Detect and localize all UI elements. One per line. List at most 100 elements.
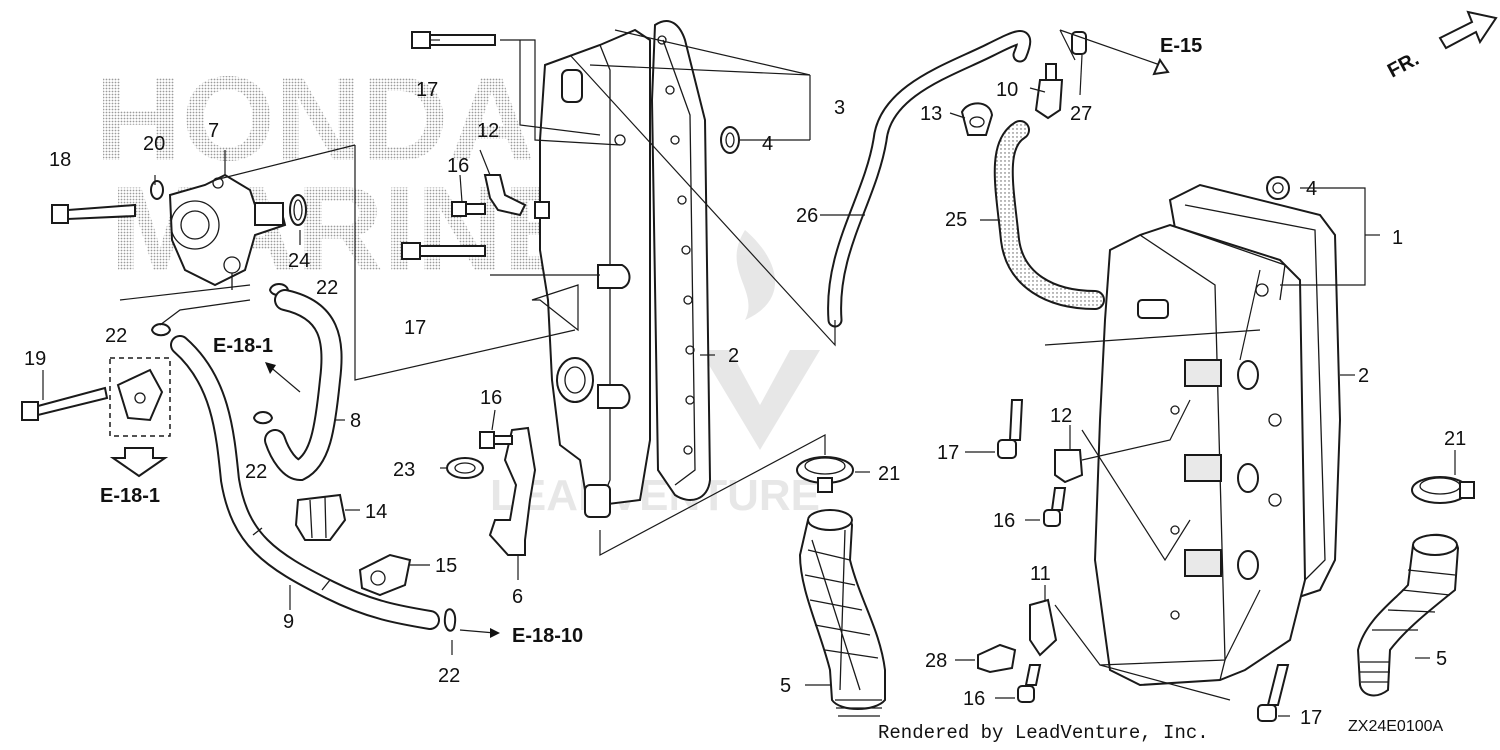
callout-8: 8	[350, 410, 361, 432]
callout-20: 20	[143, 133, 165, 155]
callout-24: 24	[288, 250, 310, 272]
callout-13: 13	[920, 103, 942, 125]
ref-e18-1-bottom: E-18-1	[100, 485, 160, 507]
intake-hose-5-b	[1356, 533, 1460, 697]
callout-22-lower: 22	[438, 665, 460, 687]
callout-12-right: 12	[1050, 405, 1072, 427]
callout-21-right: 21	[1444, 428, 1466, 450]
clamp-28	[977, 643, 1017, 674]
gasket-left	[650, 20, 712, 501]
clip-22-d	[444, 608, 456, 632]
clamp-15	[358, 553, 412, 597]
front-label: FR.	[1384, 48, 1423, 83]
callout-25: 25	[945, 209, 967, 231]
callout-4-right: 4	[1306, 178, 1317, 200]
bolt-17-top	[411, 31, 496, 49]
callout-12-middle: 12	[477, 120, 499, 142]
callout-17-right-lower: 17	[1300, 707, 1322, 729]
bolt-16-d	[1017, 664, 1042, 703]
ref-e18-1-top: E-18-1	[213, 335, 273, 357]
reference-labels: E-15 E-18-1 E-18-1 E-18-10	[100, 35, 1202, 647]
callout-27: 27	[1070, 103, 1092, 125]
intake-hose-5-a	[798, 509, 886, 717]
callout-4-left: 4	[762, 133, 773, 155]
front-direction-indicator: FR.	[1384, 10, 1498, 83]
clip-13	[960, 102, 994, 136]
nut-small	[534, 201, 550, 219]
callout-10: 10	[996, 79, 1018, 101]
e18-1-arrowhead-icon	[265, 362, 276, 374]
e15-arrow-icon	[1152, 57, 1170, 76]
callout-9: 9	[283, 611, 294, 633]
callout-22-upper: 22	[316, 277, 338, 299]
callout-17-middle: 17	[404, 317, 426, 339]
ref-e15: E-15	[1160, 35, 1202, 57]
callout-22-left: 22	[105, 325, 127, 347]
callout-22-middle: 22	[245, 461, 267, 483]
callout-2-left: 2	[728, 345, 739, 367]
cylinder-head-cover-right	[1093, 223, 1307, 687]
callout-18: 18	[49, 149, 71, 171]
bolt-17-middle	[401, 242, 486, 260]
o-ring-24	[289, 194, 307, 226]
callout-15: 15	[435, 555, 457, 577]
rendered-by-credit: Rendered by LeadVenture, Inc.	[878, 722, 1209, 744]
e18-10-arrowhead-icon	[490, 628, 500, 638]
bolt-18	[51, 203, 136, 224]
callout-14: 14	[365, 501, 387, 523]
leader-lines	[42, 29, 1456, 717]
seal-washer-4-a	[720, 126, 740, 154]
bolt-17-right-a	[997, 399, 1024, 459]
front-arrow-icon	[1438, 10, 1498, 50]
callout-labels: 1 2 2 3 4 4 5 5 6 7 8 9 10 11 12 12 13 1…	[24, 79, 1466, 729]
callout-16-right-lower: 16	[963, 688, 985, 710]
reference-part-box	[109, 357, 171, 437]
callout-5-left: 5	[780, 675, 791, 697]
e18-10-arrow-icon	[459, 629, 496, 634]
bracket-12-a	[483, 174, 527, 217]
diagram-code: ZX24E0100A	[1348, 718, 1444, 735]
bolt-16-b	[479, 431, 513, 449]
watermark-line1: HONDA	[95, 52, 535, 186]
clamp-23	[446, 457, 484, 479]
callout-17-right-upper: 17	[937, 442, 959, 464]
e18-1-arrow-icon	[267, 364, 301, 393]
bracket-11	[1029, 598, 1058, 657]
callout-16-middle: 16	[447, 155, 469, 177]
callout-11: 11	[1030, 563, 1051, 585]
callout-5-right: 5	[1436, 648, 1447, 670]
callout-16-bracket: 16	[480, 387, 502, 409]
callout-26: 26	[796, 205, 818, 227]
washer-20	[150, 180, 164, 200]
bracket-12-b	[1054, 449, 1084, 484]
callout-28: 28	[925, 650, 947, 672]
honda-marine-watermark: HONDA MARINE	[95, 52, 583, 296]
callout-17-top: 17	[416, 79, 438, 101]
connector-10	[1034, 63, 1064, 120]
bolt-16-a	[451, 201, 486, 217]
bolt-19	[21, 386, 109, 421]
bracket-6	[488, 426, 537, 556]
down-arrow-icon	[109, 447, 169, 478]
ref-e18-10: E-18-10	[512, 625, 583, 647]
bolt-17-right-b	[1257, 664, 1290, 722]
clamp-14	[294, 493, 347, 541]
callout-23: 23	[393, 459, 415, 481]
cylinder-head-cover-left	[539, 28, 651, 518]
clip-22-b	[150, 323, 172, 337]
callout-3: 3	[834, 97, 845, 119]
callout-7: 7	[208, 120, 219, 142]
callout-2-right: 2	[1358, 365, 1369, 387]
callout-6: 6	[512, 586, 523, 608]
bolt-16-c	[1043, 487, 1067, 527]
callout-19: 19	[24, 348, 46, 370]
callout-16-right-upper: 16	[993, 510, 1015, 532]
ghost-watermark-text: LEADVENTURE	[490, 471, 820, 520]
clamp-21-a	[796, 456, 854, 493]
callout-21-left: 21	[878, 463, 900, 485]
callout-1: 1	[1392, 227, 1403, 249]
leadventure-ghost-watermark: LEADVENTURE	[490, 230, 820, 520]
clamp-21-b	[1411, 476, 1475, 504]
clip-22-c	[252, 411, 274, 425]
